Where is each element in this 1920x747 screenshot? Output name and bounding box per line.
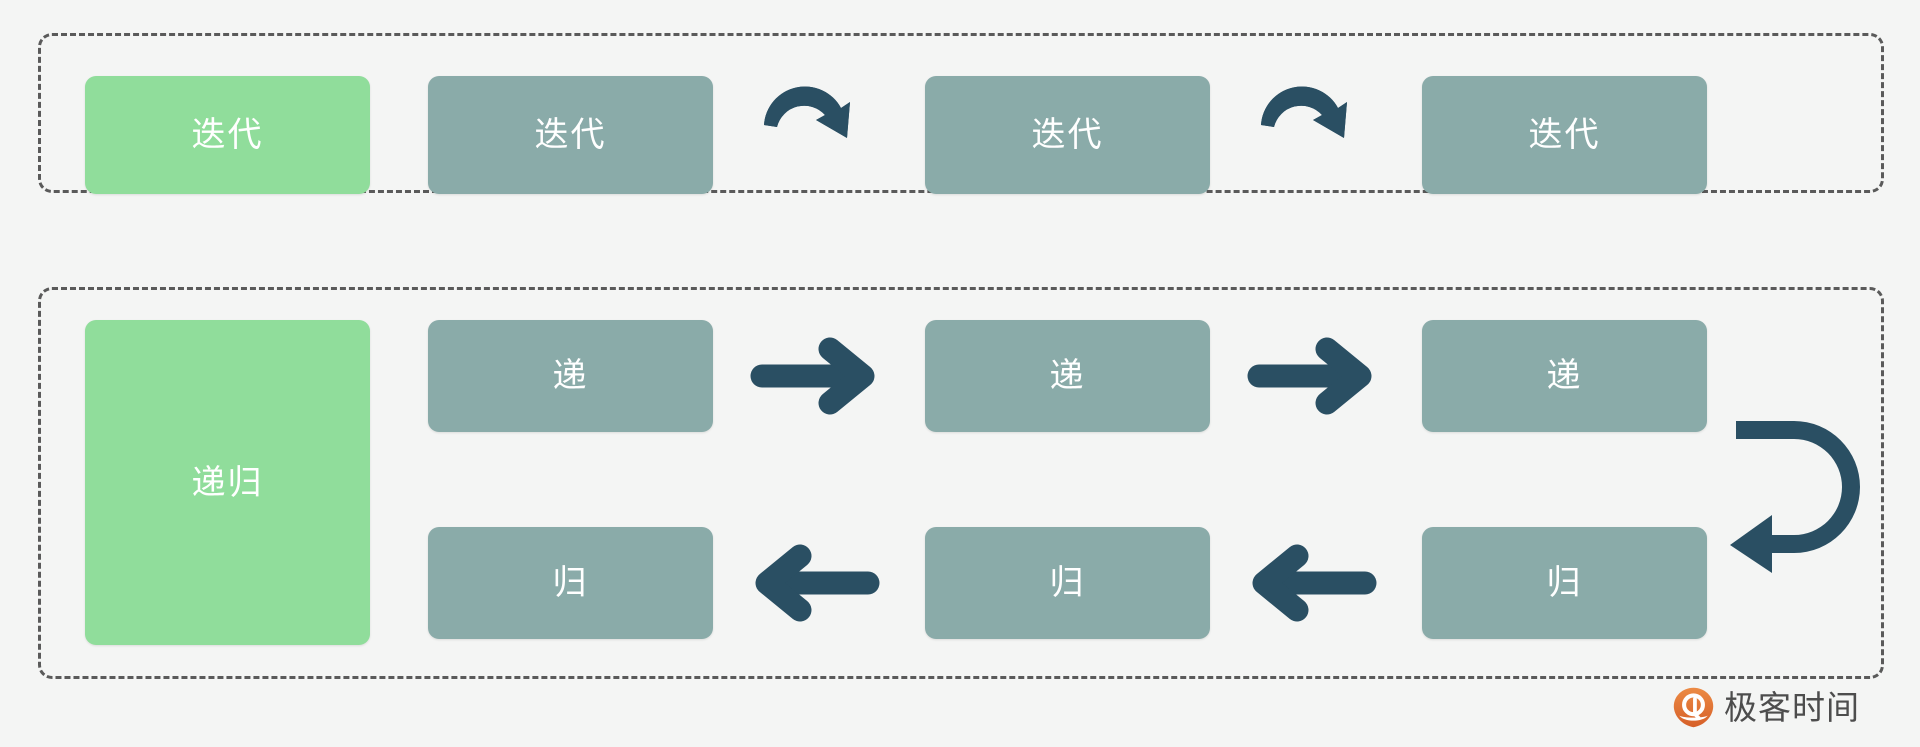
arrow-right-icon	[1245, 337, 1379, 415]
u-turn-arrow-icon	[1728, 415, 1868, 573]
geektime-logo-icon	[1672, 686, 1715, 729]
recursion-forward-node-3: 递	[1422, 320, 1707, 432]
iteration-step-node-3: 迭代	[1422, 76, 1707, 194]
iteration-label-node: 迭代	[85, 76, 370, 194]
recursion-label-node: 递归	[85, 320, 370, 645]
cycle-icon	[746, 62, 864, 180]
recursion-return-node-1: 归	[428, 527, 713, 639]
arrow-left-icon	[1245, 544, 1379, 622]
recursion-forward-node-1: 递	[428, 320, 713, 432]
watermark-text: 极客时间	[1724, 689, 1860, 726]
recursion-return-node-2: 归	[925, 527, 1210, 639]
arrow-left-icon	[748, 544, 882, 622]
recursion-return-node-3: 归	[1422, 527, 1707, 639]
recursion-forward-node-2: 递	[925, 320, 1210, 432]
watermark: 极客时间	[1672, 686, 1860, 729]
cycle-icon	[1243, 62, 1361, 180]
iteration-step-node-1: 迭代	[428, 76, 713, 194]
arrow-right-icon	[748, 337, 882, 415]
recursion-group-container	[38, 287, 1884, 679]
iteration-step-node-2: 迭代	[925, 76, 1210, 194]
